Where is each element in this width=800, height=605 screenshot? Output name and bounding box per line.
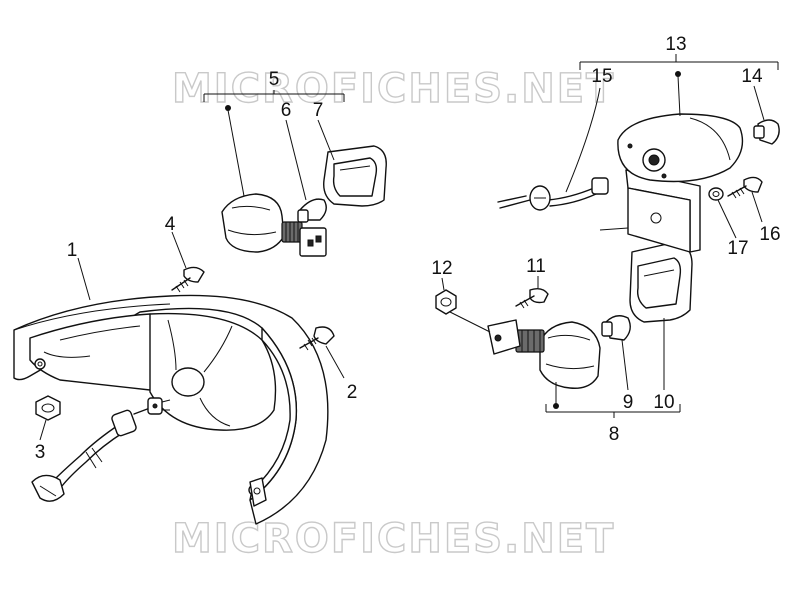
license-plate-light-icon [497,113,780,253]
watermark-top: MICROFICHES.NET [172,66,615,112]
callout-10: 10 [653,392,674,413]
callout-13: 13 [665,34,686,55]
callout-14: 14 [741,66,763,87]
screw-icon [171,266,205,293]
watermark-bottom: MICROFICHES.NET [172,516,615,562]
leader-lines [39,54,779,441]
wiring-harness-icon [31,397,171,502]
callout-2: 2 [347,382,358,403]
bracket-dot [675,71,681,77]
rear-light-housing-icon [13,294,329,525]
callout-labels: 1 2 3 4 5 6 7 8 9 10 11 12 13 14 15 16 1… [35,34,781,463]
bracket-dot [225,105,231,111]
callout-9: 9 [623,392,634,413]
callout-12: 12 [431,258,452,279]
callout-3: 3 [35,442,46,463]
callout-17: 17 [727,238,748,259]
callout-15: 15 [591,66,612,87]
callout-16: 16 [759,224,780,245]
callout-5: 5 [269,69,280,90]
callout-7: 7 [313,100,324,121]
bracket-dot [553,403,559,409]
screw-icon [299,326,335,351]
turn-signal-assembly-icon [435,241,693,389]
callout-4: 4 [165,214,176,235]
callout-6: 6 [281,100,292,121]
turn-signal-assembly-icon [221,145,387,257]
callout-8: 8 [609,424,620,445]
hex-nut-icon [35,395,61,421]
callout-1: 1 [67,240,78,261]
callout-11: 11 [526,256,546,277]
